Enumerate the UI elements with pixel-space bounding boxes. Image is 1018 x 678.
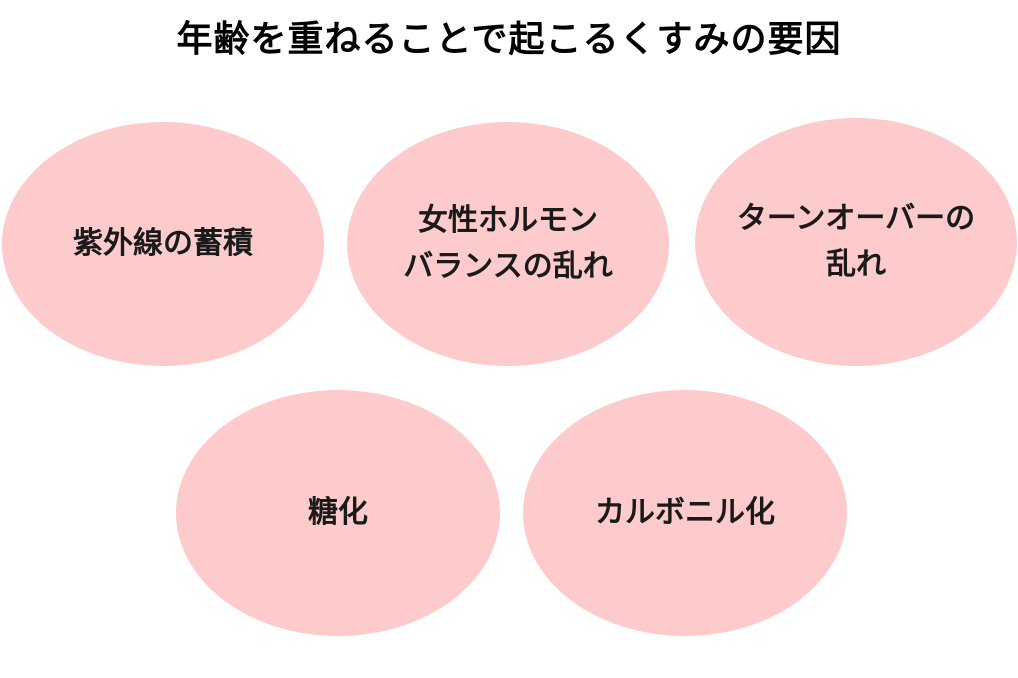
factor-label: 女性ホルモン バランスの乱れ xyxy=(403,203,613,284)
factor-bubble-hormone-imbalance: 女性ホルモン バランスの乱れ xyxy=(347,122,669,366)
factor-label: ターンオーバーの 乱れ xyxy=(736,201,976,282)
factor-label: 紫外線の蓄積 xyxy=(73,226,253,261)
factor-bubble-uv-accumulation: 紫外線の蓄積 xyxy=(2,122,324,366)
factor-bubble-turnover-disorder: ターンオーバーの 乱れ xyxy=(695,118,1017,366)
factor-bubble-glycation: 糖化 xyxy=(176,390,500,636)
factor-label: 糖化 xyxy=(308,495,368,530)
factor-bubble-carbonylation: カルボニル化 xyxy=(523,390,847,636)
factor-label: カルボニル化 xyxy=(595,495,775,530)
diagram-title: 年齢を重ねることで起こるくすみの要因 xyxy=(176,19,842,60)
